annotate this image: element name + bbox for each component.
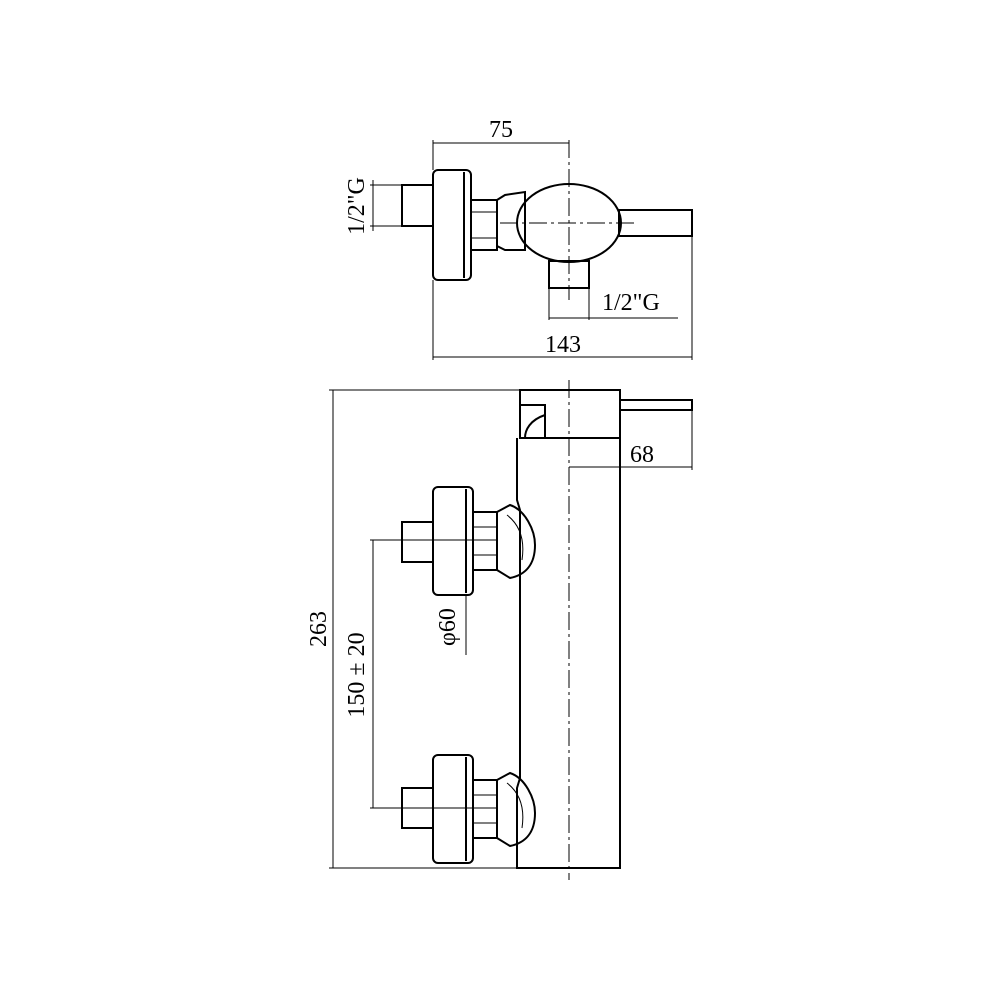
- dim-width-label: 75: [489, 117, 513, 143]
- upper-connection: [401, 486, 537, 596]
- dim-outlet-thread-label: 1/2"G: [602, 290, 660, 316]
- dim-height-label: 263: [306, 611, 332, 647]
- side-view: 263 68 φ60 150 ± 20: [306, 380, 693, 880]
- dim-total-length-label: 143: [545, 332, 581, 358]
- dim-flange-diameter-label: φ60: [435, 608, 461, 646]
- top-inlet-pipe: [401, 184, 434, 227]
- side-body: [516, 438, 621, 869]
- side-head: [519, 389, 621, 439]
- lower-connection: [401, 754, 537, 864]
- dim-lever-depth-label: 68: [630, 442, 654, 468]
- top-connector: [496, 190, 526, 251]
- side-lever: [619, 399, 693, 411]
- top-view: 75 1/2"G 1/2"G 143: [344, 117, 693, 360]
- dim-inlet-spacing-label: 150 ± 20: [344, 632, 370, 717]
- top-flange: [432, 169, 472, 281]
- dim-inlet-thread-label: 1/2"G: [344, 177, 370, 235]
- top-nut: [470, 199, 498, 251]
